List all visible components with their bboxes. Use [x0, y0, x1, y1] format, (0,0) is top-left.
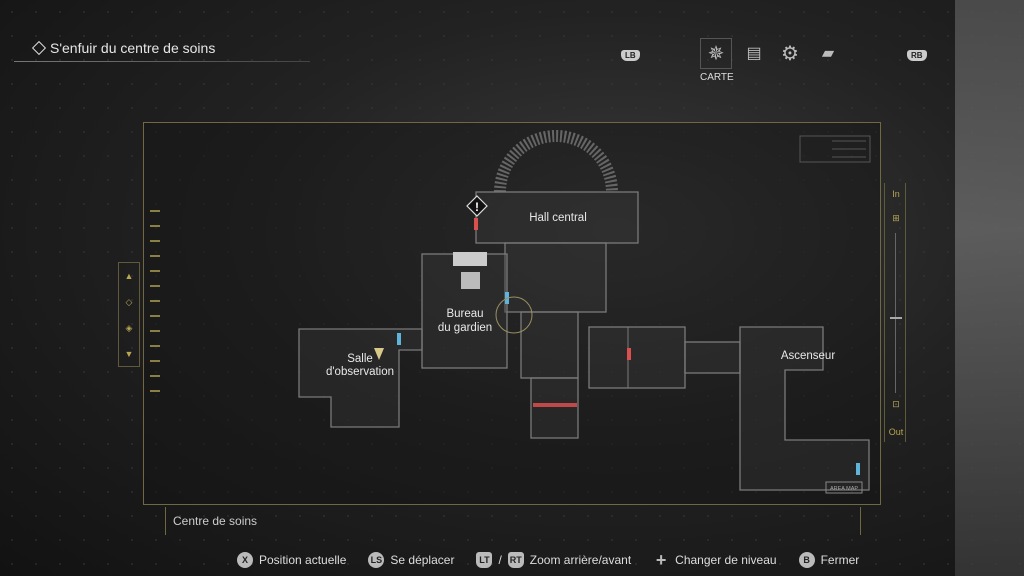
objective: S'enfuir du centre de soins: [31, 40, 216, 56]
legend-box: [799, 135, 871, 163]
barrier: [533, 403, 577, 407]
door-locked: [627, 348, 631, 360]
label-bureau: Bureau: [446, 308, 483, 320]
room-connector[interactable]: [684, 341, 741, 374]
controls-legend: X Position actuelle LS Se déplacer LT / …: [237, 549, 860, 570]
svg-text:!: !: [475, 200, 479, 214]
floor-down-icon[interactable]: ▼: [124, 349, 134, 359]
hint-zoom: Zoom arrière/avant: [529, 553, 632, 567]
b-button-icon[interactable]: B: [798, 552, 815, 568]
scale-ticks: [150, 210, 162, 405]
files-icon[interactable]: ▰: [821, 45, 835, 62]
room-salle-d-observation[interactable]: [298, 328, 423, 428]
ls-button-icon[interactable]: LS: [368, 552, 385, 568]
typewriter-icon[interactable]: [453, 252, 487, 289]
room-stairwell[interactable]: [520, 311, 579, 379]
rt-button-icon[interactable]: RT: [507, 552, 524, 568]
floor-up-icon[interactable]: ▲: [124, 271, 134, 281]
menu-tabs: LB ✵ ▤ ⚙ ▰ RB CARTE: [0, 20, 1024, 83]
tab-selection: [700, 38, 732, 69]
room-middle[interactable]: [588, 326, 686, 389]
room-ascenseur[interactable]: [739, 326, 870, 491]
map-frame[interactable]: [143, 122, 881, 505]
label-d-observation: d'observation: [326, 366, 394, 378]
hint-change-level: Changer de niveau: [675, 553, 777, 567]
divider: [14, 61, 310, 62]
floor-selector: ▲ ◇ ◈ ▼: [118, 262, 140, 367]
x-button-icon[interactable]: X: [237, 552, 253, 568]
label-ascenseur: Ascenseur: [781, 350, 836, 362]
hint-close: Fermer: [820, 553, 860, 567]
separator: /: [498, 553, 502, 567]
area-map-label: AREA MAP: [830, 486, 858, 492]
floor-2-icon[interactable]: ◇: [125, 297, 133, 307]
alert-marker-icon[interactable]: !: [466, 195, 488, 217]
door-locked: [474, 218, 478, 230]
hint-current-position: Position actuelle: [259, 553, 347, 567]
zoom-handle[interactable]: [890, 317, 902, 319]
lt-button-icon[interactable]: LT: [476, 552, 493, 568]
label-du-gardien: du gardien: [438, 322, 492, 334]
label-hall-central: Hall central: [529, 212, 587, 224]
area-map-badge: [825, 481, 863, 494]
objective-text: S'enfuir du centre de soins: [50, 40, 216, 56]
room-corridor[interactable]: [504, 242, 607, 313]
area-name-bar: Centre de soins: [165, 507, 861, 535]
inventory-icon[interactable]: ▤: [746, 45, 762, 62]
player-position-icon: [374, 348, 384, 360]
rotunda-stairs: [494, 130, 618, 193]
zoom-slider[interactable]: In ⊞ ⊡ Out: [884, 183, 906, 442]
dpad-icon[interactable]: +: [655, 549, 667, 570]
compass-icon[interactable]: ✵: [707, 43, 725, 65]
rb-button[interactable]: RB: [907, 50, 927, 61]
area-name: Centre de soins: [173, 514, 258, 528]
tab-map-label[interactable]: CARTE: [700, 72, 734, 83]
door-unlocked: [397, 333, 401, 345]
background-scene: [955, 0, 1024, 576]
zoom-minus-icon[interactable]: ⊡: [892, 399, 900, 409]
hint-move: Se déplacer: [390, 553, 455, 567]
zoom-plus-icon[interactable]: ⊞: [892, 213, 900, 223]
cursor-reticle: [495, 296, 533, 334]
floor-current-icon[interactable]: ◈: [125, 323, 133, 333]
zoom-out-label: Out: [888, 427, 904, 437]
lb-button[interactable]: LB: [621, 50, 640, 61]
zoom-in-label: In: [892, 189, 900, 199]
door-unlocked: [856, 463, 860, 475]
room-hall-central[interactable]: [475, 191, 639, 244]
room-lower-stairs[interactable]: [530, 377, 579, 439]
zoom-track[interactable]: [895, 233, 896, 393]
gears-icon[interactable]: ⚙: [781, 43, 799, 65]
label-salle: Salle: [347, 353, 373, 365]
